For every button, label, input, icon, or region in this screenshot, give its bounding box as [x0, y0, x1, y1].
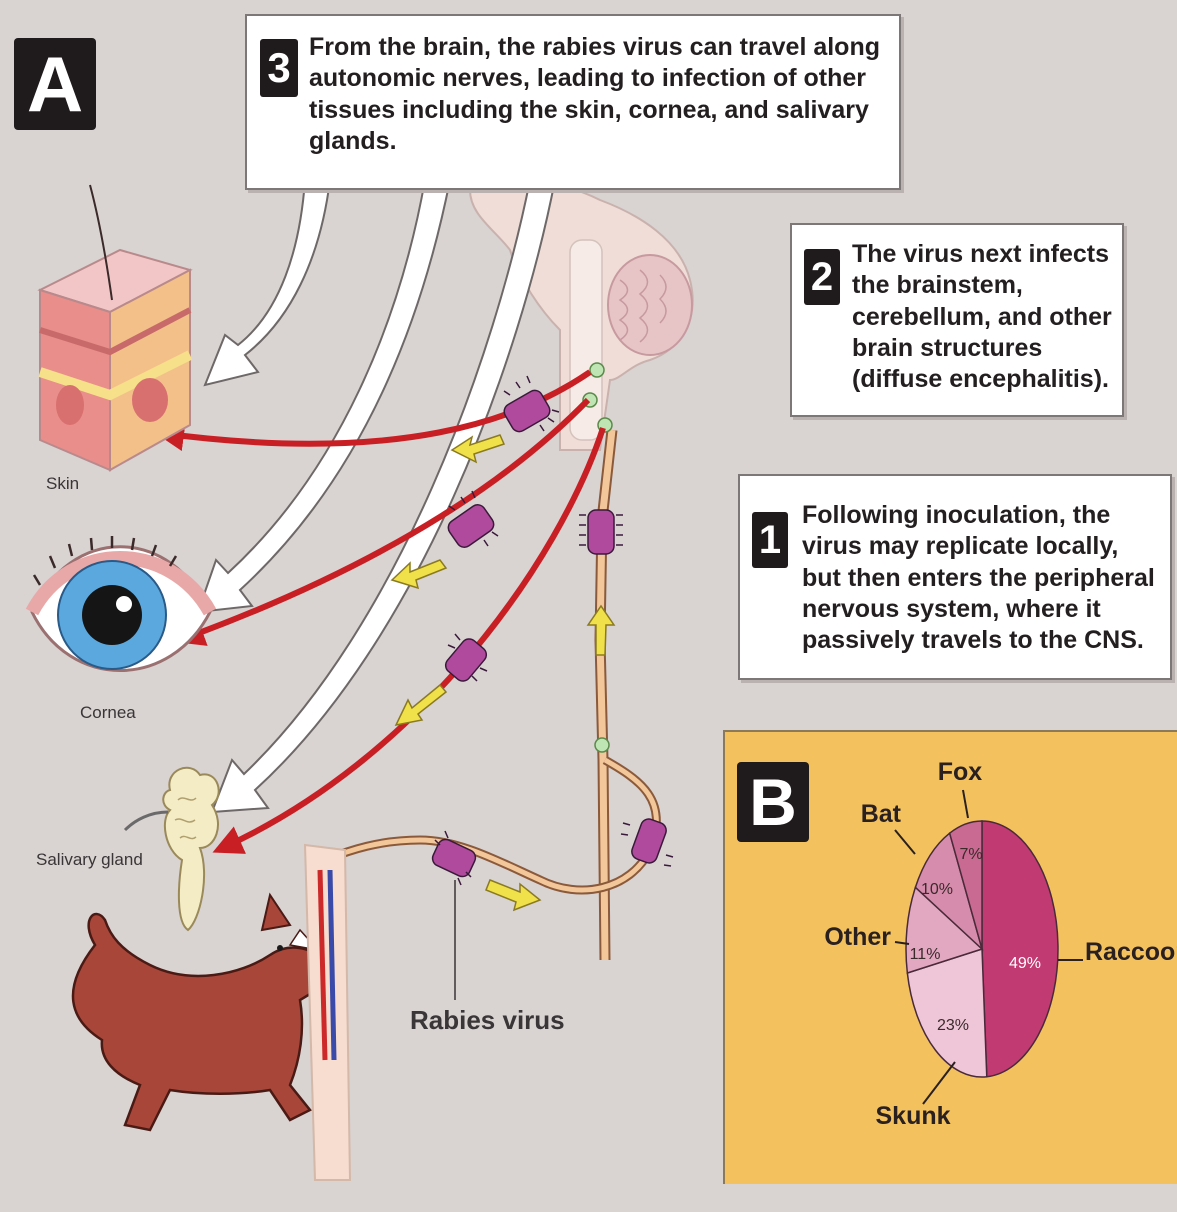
- pie-value-bat: 10%: [921, 881, 953, 898]
- skin-label: Skin: [46, 474, 79, 494]
- pie-leader-skunk: [923, 1062, 955, 1104]
- white-arrows: [198, 180, 555, 812]
- pie-label-skunk: Skunk: [875, 1102, 950, 1130]
- salivary-gland-illustration: [125, 768, 219, 930]
- step-number-3: 3: [260, 39, 298, 97]
- pie-slice-raccoon: [982, 821, 1058, 1077]
- panel-b-letter: B: [737, 762, 809, 842]
- pie-label-fox: Fox: [938, 758, 983, 786]
- peripheral-nerve: [325, 363, 656, 960]
- callout-step-3: 3 From the brain, the rabies virus can t…: [245, 14, 901, 190]
- callout-step-3-text: From the brain, the rabies virus can tra…: [309, 32, 889, 157]
- pie-leader-bat: [895, 830, 915, 854]
- callout-step-1: 1 Following inoculation, the virus may r…: [738, 474, 1172, 680]
- pie-leader-fox: [963, 790, 968, 818]
- salivary-gland-label: Salivary gland: [36, 850, 143, 870]
- callout-step-2-text: The virus next infects the brainstem, ce…: [852, 239, 1117, 395]
- rabid-animal-illustration: [73, 895, 330, 1130]
- pie-value-skunk: 23%: [937, 1017, 969, 1034]
- pie-value-fox: 7%: [959, 846, 982, 863]
- callout-step-2: 2 The virus next infects the brainstem, …: [790, 223, 1124, 417]
- pie-label-bat: Bat: [861, 800, 902, 828]
- pie-label-other: Other: [824, 923, 891, 951]
- limb-illustration: [305, 845, 350, 1180]
- pie-value-other: 11%: [910, 946, 941, 963]
- step-number-2: 2: [804, 249, 840, 305]
- callout-step-1-text: Following inoculation, the virus may rep…: [802, 500, 1164, 656]
- cornea-label: Cornea: [80, 703, 136, 723]
- eye-illustration: [32, 536, 210, 671]
- skin-illustration: [40, 185, 190, 470]
- panel-a-letter: A: [14, 38, 96, 130]
- pie-value-raccoon: 49%: [1009, 955, 1041, 972]
- pie-label-raccoon: Raccoon: [1085, 938, 1177, 966]
- rabies-virus-label: Rabies virus: [410, 1005, 565, 1036]
- step-number-1: 1: [752, 512, 788, 568]
